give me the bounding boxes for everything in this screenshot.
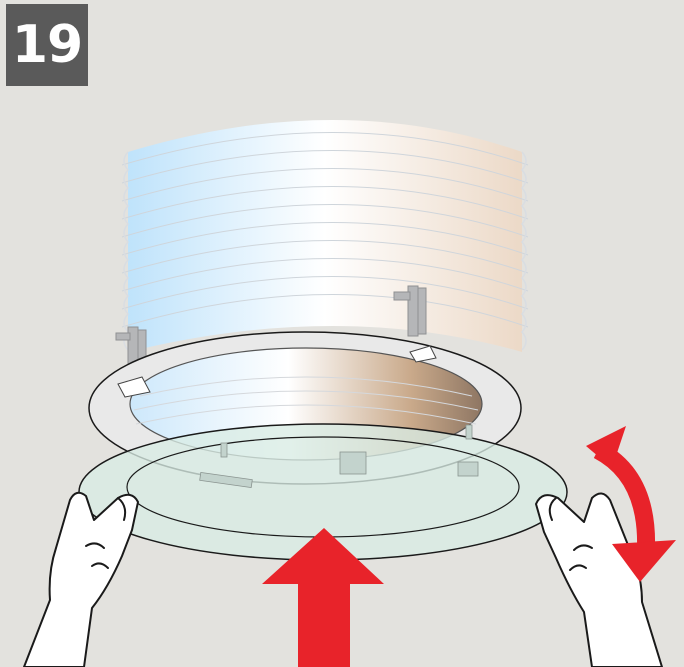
step-badge: 19 [6,4,88,86]
step-number: 19 [12,19,82,71]
light-fixture-cylinder [122,120,528,352]
